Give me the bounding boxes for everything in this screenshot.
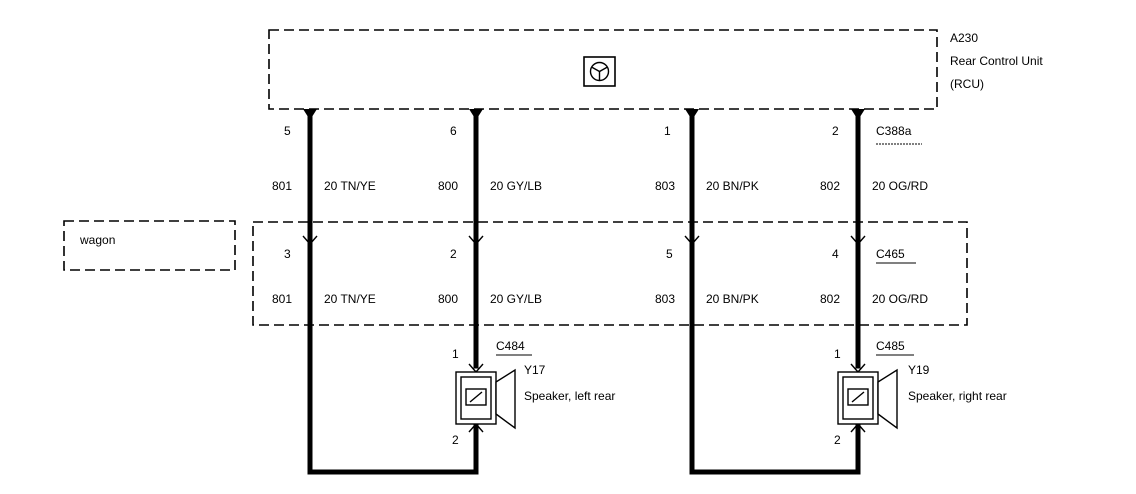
circuit-802-wire: 20 OG/RD	[872, 179, 928, 193]
wagon-label: wagon	[79, 233, 115, 247]
c465-pin-arrows	[302, 235, 866, 246]
speaker-left-id: Y17	[524, 363, 546, 377]
circuit-801-number-lower: 801	[272, 292, 292, 306]
circuit-803-number-lower: 803	[655, 292, 675, 306]
c465-pin-803: 5	[666, 247, 673, 261]
circuit-800-wire: 20 GY/LB	[490, 179, 542, 193]
c465-pin-800: 2	[450, 247, 457, 261]
speaker-left-icon	[455, 368, 516, 430]
circuit-801-wire-lower: 20 TN/YE	[324, 292, 376, 306]
speaker-left-pin-bottom: 2	[452, 433, 459, 447]
speaker-right-pin-top: 1	[834, 347, 841, 361]
c388a-pin-800: 6	[450, 124, 457, 138]
connector-c485-label: C485	[876, 339, 905, 353]
rcu-abbr: (RCU)	[950, 77, 984, 91]
c465-pin-802: 4	[832, 247, 839, 261]
circuit-803-wire: 20 BN/PK	[706, 179, 759, 193]
circuit-800-number: 800	[438, 179, 458, 193]
circuit-801-wire: 20 TN/YE	[324, 179, 376, 193]
speaker-left-rear: 1 C484 Y17 Speaker, left rear 2	[452, 339, 615, 447]
speaker-right-label: Speaker, right rear	[908, 389, 1007, 403]
c388a-pin-802: 2	[832, 124, 839, 138]
c388a-pin-801: 5	[284, 124, 291, 138]
speaker-left-label: Speaker, left rear	[524, 389, 615, 403]
speaker-left-pin-top: 1	[452, 347, 459, 361]
rcu-name: Rear Control Unit	[950, 54, 1043, 68]
circuit-803-wire-lower: 20 BN/PK	[706, 292, 759, 306]
circuit-800-number-lower: 800	[438, 292, 458, 306]
circuit-800-wire-lower: 20 GY/LB	[490, 292, 542, 306]
speaker-right-pin-bottom: 2	[834, 433, 841, 447]
c388a-pin-arrows	[303, 109, 865, 120]
connector-c465-label: C465	[876, 247, 905, 261]
wire-801	[307, 114, 479, 475]
circuit-801-number: 801	[272, 179, 292, 193]
connector-c388a-label: C388a	[876, 124, 912, 138]
rcu-module-icon	[583, 56, 616, 87]
speaker-right-id: Y19	[908, 363, 930, 377]
circuit-802-number-lower: 802	[820, 292, 840, 306]
connector-c484-label: C484	[496, 339, 525, 353]
wire-803	[689, 114, 861, 475]
wagon-connector-box	[252, 221, 968, 326]
c388a-pin-803: 1	[664, 124, 671, 138]
speaker-right-icon	[837, 368, 898, 430]
rcu-id: A230	[950, 31, 978, 45]
rcu-module-box	[268, 29, 938, 110]
wagon-option-box	[63, 220, 236, 271]
c465-pin-801: 3	[284, 247, 291, 261]
circuit-802-number: 802	[820, 179, 840, 193]
circuit-802-wire-lower: 20 OG/RD	[872, 292, 928, 306]
circuit-803-number: 803	[655, 179, 675, 193]
speaker-right-rear: 1 C485 Y19 Speaker, right rear 2	[834, 339, 1007, 447]
